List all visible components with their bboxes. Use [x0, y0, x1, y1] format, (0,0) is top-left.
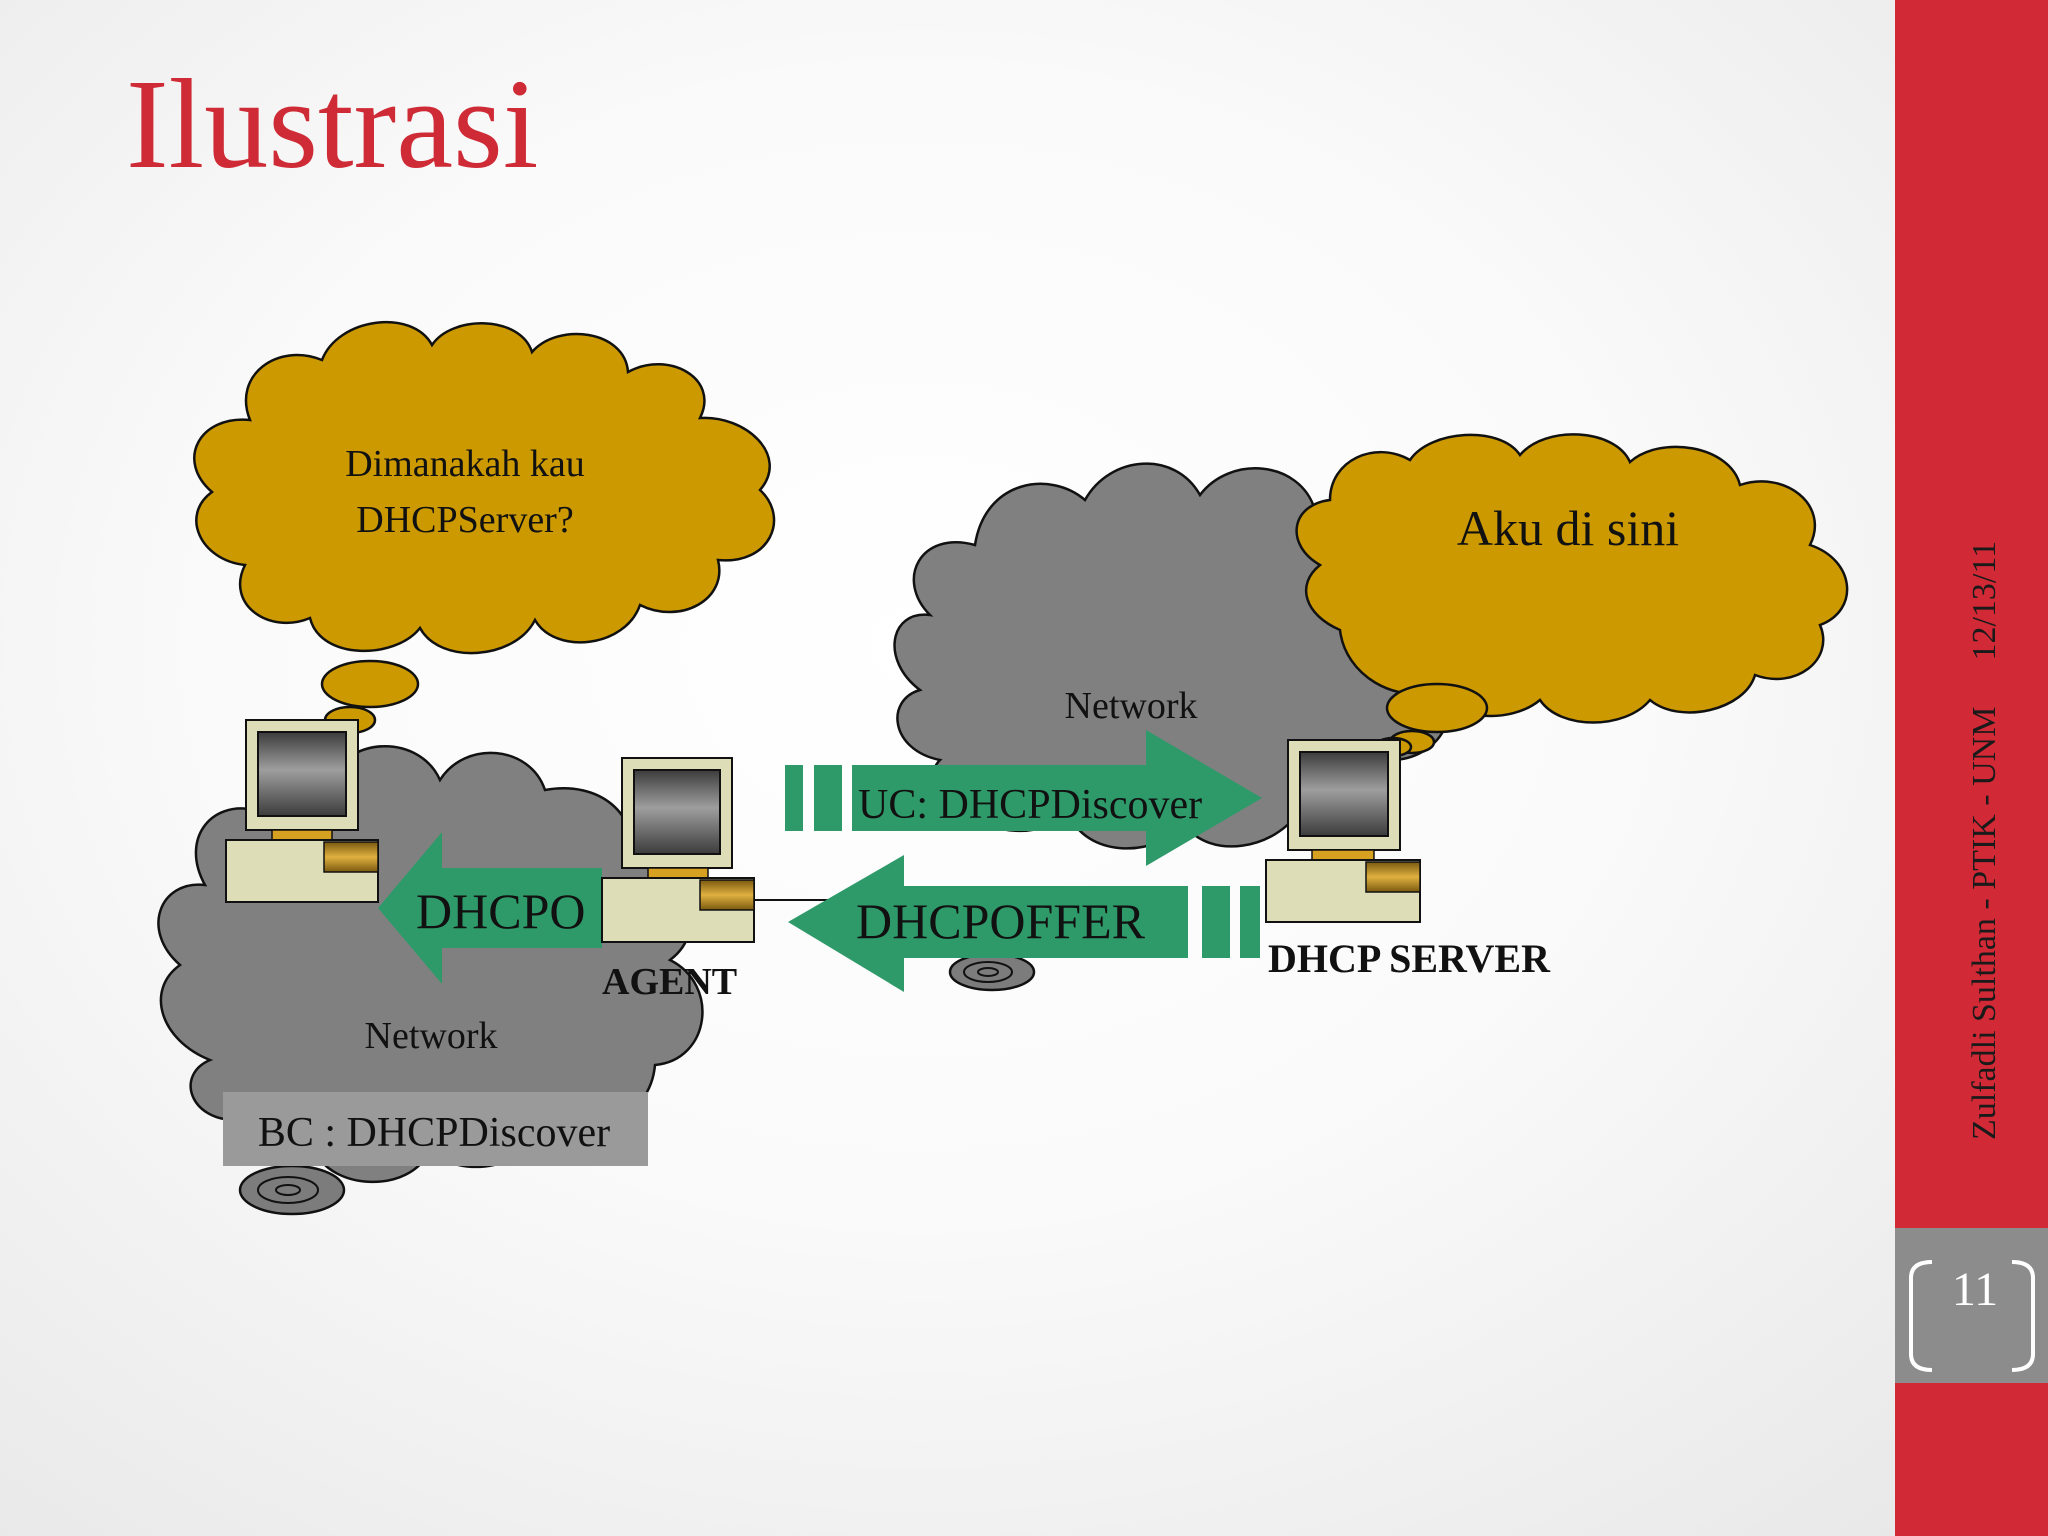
server-computer-icon — [1265, 739, 1421, 923]
client-thought-bubble — [193, 321, 776, 735]
offer-to-client-arrow — [378, 832, 602, 984]
agent-computer-icon — [601, 757, 755, 943]
broadcast-label-box — [223, 1092, 648, 1166]
dhcp-diagram: Dimanakah kau DHCPServer? Aku di sini Ne… — [157, 321, 1849, 1216]
right-network-label: Network — [1065, 685, 1198, 727]
client-computer-icon — [225, 719, 379, 903]
client-thought-line-1: Dimanakah kau — [345, 443, 585, 485]
footer-date: 12/13/11 — [1966, 540, 2003, 661]
offer-to-client-label: DHCPO — [416, 883, 585, 939]
agent-label: AGENT — [602, 961, 737, 1003]
slide-footer: Zulfadli Sulthan - PTIK - UNM 12/13/11 — [1966, 541, 2004, 1140]
server-thought-bubble — [1295, 433, 1849, 758]
unicast-discover-arrow — [785, 730, 1262, 866]
broadcast-label: BC : DHCPDiscover — [258, 1110, 610, 1156]
footer-author: Zulfadli Sulthan - PTIK - UNM — [1966, 706, 2003, 1140]
client-thought-line-2: DHCPServer? — [356, 499, 573, 541]
slide-title: Ilustrasi — [126, 53, 539, 195]
server-label: DHCP SERVER — [1268, 936, 1551, 981]
offer-to-agent-arrow — [788, 855, 1260, 992]
page-number: 11 — [1951, 1263, 1999, 1316]
left-network-label: Network — [365, 1015, 498, 1057]
unicast-label: UC: DHCPDiscover — [858, 782, 1202, 828]
server-thought-text: Aku di sini — [1457, 500, 1679, 556]
offer-to-agent-label: DHCPOFFER — [856, 893, 1146, 949]
